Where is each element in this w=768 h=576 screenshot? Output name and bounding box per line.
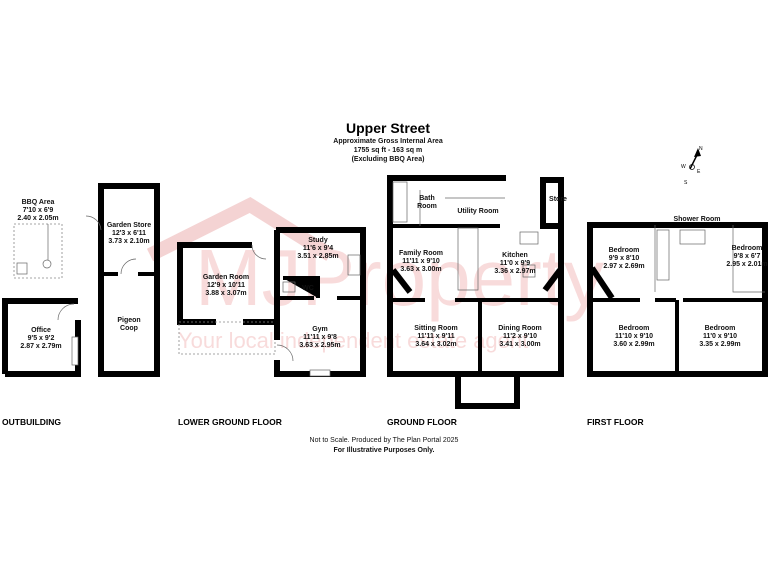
lower-ground-plan bbox=[177, 227, 366, 377]
ground-floor-plan bbox=[387, 175, 564, 409]
svg-text:N: N bbox=[699, 146, 703, 152]
watermark-tagline: Your local independent estate agent bbox=[178, 328, 528, 353]
page-title: Upper Street bbox=[346, 120, 430, 136]
svg-text:S: S bbox=[684, 180, 688, 186]
floor-label-ground: GROUND FLOOR bbox=[387, 417, 457, 427]
area-line1: Approximate Gross Internal Area bbox=[333, 138, 443, 145]
area-line3: (Excluding BBQ Area) bbox=[352, 156, 425, 163]
bedroom-1-label: Bedroom bbox=[609, 247, 640, 254]
area-line2: 1755 sq ft - 163 sq m bbox=[354, 147, 422, 154]
svg-text:W: W bbox=[681, 164, 686, 170]
store-label: Store bbox=[549, 196, 567, 203]
office-label: Office bbox=[31, 327, 51, 334]
kitchen-label: Kitchen bbox=[502, 252, 528, 259]
garden-room-label: Garden Room bbox=[203, 274, 249, 281]
bedroom-3-label: Bedroom bbox=[619, 325, 650, 332]
bedroom-2-label: Bedroom bbox=[732, 245, 763, 252]
study-label: Study bbox=[308, 237, 328, 244]
garden-store-label: Garden Store bbox=[107, 222, 151, 229]
bath-room-label: Bath bbox=[419, 195, 435, 202]
pigeon-coop-label: Pigeon bbox=[117, 317, 140, 324]
floor-label-first: FIRST FLOOR bbox=[587, 417, 644, 427]
shower-room-label: Shower Room bbox=[673, 216, 720, 223]
family-room-label: Family Room bbox=[399, 250, 443, 257]
bbq-label: BBQ Area bbox=[22, 199, 55, 206]
floor-label-lower-ground: LOWER GROUND FLOOR bbox=[178, 417, 282, 427]
compass-icon: N W E S bbox=[681, 146, 703, 186]
gym-label: Gym bbox=[312, 326, 328, 333]
sitting-room-label: Sitting Room bbox=[414, 325, 458, 332]
outbuilding-plan bbox=[2, 183, 160, 377]
first-floor-plan bbox=[587, 222, 768, 377]
wc-label: WC bbox=[302, 285, 314, 292]
svg-text:E: E bbox=[697, 169, 701, 175]
floor-label-outbuilding: OUTBUILDING bbox=[2, 417, 61, 427]
footer-note: Not to Scale. Produced by The Plan Porta… bbox=[310, 437, 459, 444]
footer-disclaimer: For Illustrative Purposes Only. bbox=[333, 447, 434, 454]
utility-room-label: Utility Room bbox=[457, 208, 498, 215]
bedroom-4-label: Bedroom bbox=[705, 325, 736, 332]
dining-room-label: Dining Room bbox=[498, 325, 542, 332]
